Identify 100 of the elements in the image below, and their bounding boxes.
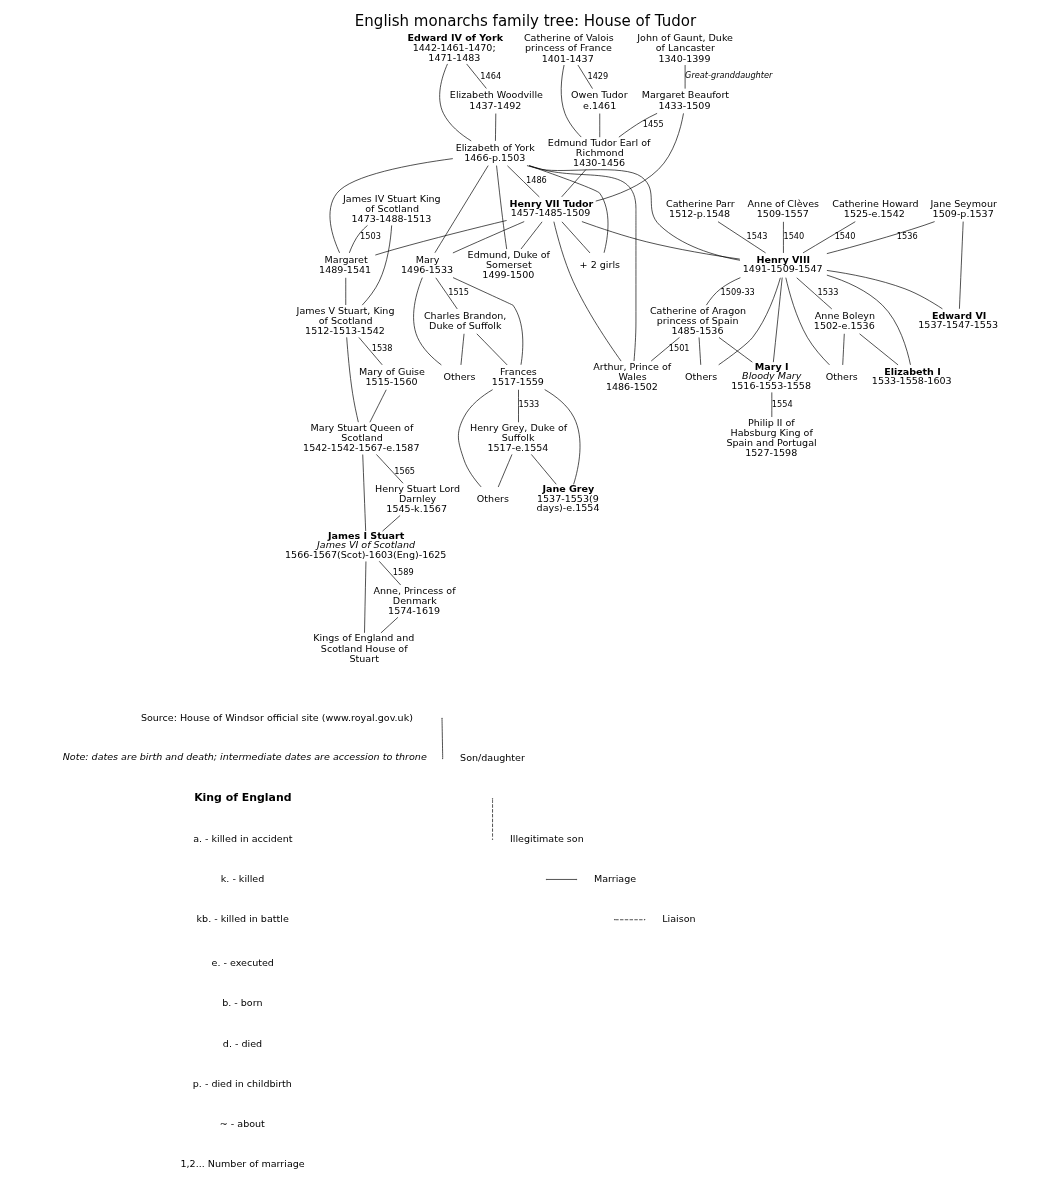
connector: [717, 277, 781, 366]
connector: [435, 277, 458, 310]
node-text: Charles Brandon, Duke of Suffolk: [423, 309, 506, 331]
connector: [543, 389, 580, 485]
connector: [772, 277, 783, 363]
node-text: James I Stuart James VI of Scotland 1566-1567(Scot)-1603(Eng)-1625: [284, 529, 446, 560]
legend-label: Illegitimate son: [509, 832, 584, 844]
edge-label: 1501: [668, 343, 690, 354]
connector: [494, 113, 496, 142]
connector: [520, 221, 542, 250]
connector: [785, 277, 830, 366]
node-text: Mary 1496-1533: [400, 253, 453, 275]
connector: [705, 277, 741, 306]
connector: [434, 165, 488, 254]
label: e. - executed: [211, 956, 274, 968]
node-text: Others: [442, 370, 475, 382]
connector: [345, 337, 359, 423]
edge-label: 1464: [479, 70, 501, 81]
node-text: Catherine Parr 1512-p.1548: [665, 197, 735, 219]
connector: [475, 333, 507, 366]
label: Note: dates are birth and death; intermediate dates are accession to throne: [62, 751, 427, 763]
connector: [618, 113, 657, 138]
edge-label: 1540: [782, 231, 804, 242]
node-text: Owen Tudor e.1461: [570, 89, 628, 111]
edge-label: 1565: [393, 465, 415, 476]
node-text: Mary of Guise 1515-1560: [358, 365, 425, 387]
node-text: Kings of England and Scotland House of Stuart: [312, 632, 414, 664]
connector: [581, 221, 740, 260]
connector: [594, 113, 684, 202]
connector: [412, 277, 442, 366]
legend-label: Liaison: [661, 913, 696, 925]
connector: [438, 63, 472, 142]
label: a. - killed in accident: [192, 832, 292, 844]
label: b. - born: [221, 997, 262, 1009]
connector: [826, 274, 911, 366]
edge-label: 1455: [642, 119, 664, 130]
edge-label: 1533: [518, 399, 539, 410]
edge-label: 1503: [359, 231, 381, 242]
node-text: Anne of Clèves 1509-1557: [747, 197, 819, 219]
node-text: Anne Boleyn 1502-e.1536: [813, 309, 875, 331]
connector: [358, 337, 383, 366]
connector: [858, 333, 898, 366]
connector: [361, 454, 366, 532]
connector: [378, 560, 401, 586]
connector: [380, 617, 398, 634]
node-text: Mary Stuart Queen of Scotland 1542-1542-1567-e.1587: [302, 421, 420, 454]
edge-label: 1429: [586, 70, 608, 81]
connector: [826, 221, 935, 254]
edge-label: 1538: [371, 343, 393, 354]
connector: [452, 277, 523, 366]
node-text: Margaret 1489-1541: [318, 253, 371, 275]
legend-label: Marriage: [593, 872, 636, 884]
legend-label: Son/daughter: [459, 752, 525, 764]
edge-label: 1533: [817, 287, 838, 298]
node-text: Others: [684, 370, 717, 382]
connector: [526, 165, 740, 261]
connector: [374, 220, 507, 256]
connector: [958, 221, 964, 310]
connector: [560, 64, 582, 138]
connector: [497, 454, 512, 488]
connector: [553, 221, 621, 362]
connector: [457, 389, 493, 488]
label: kb. - killed in battle: [196, 913, 289, 925]
node-text: Anne, Princess of Denmark 1574-1619: [372, 584, 456, 616]
edge-label: 1589: [392, 567, 414, 578]
node-text: Edward IV of York 1442-1461-1470; 1471-1483: [407, 32, 503, 63]
connector: [528, 165, 636, 362]
diagram-title: English monarchs family tree: House of Tudor: [354, 11, 696, 30]
edge-label: Great-granddaughter: [684, 70, 772, 81]
label: 1,2... Number of marriage: [180, 1158, 305, 1170]
node-text: Elizabeth I 1533-1558-1603: [871, 365, 952, 387]
node-text: Others: [825, 370, 858, 382]
connector: [841, 333, 845, 366]
edge-label: 1536: [896, 231, 918, 242]
node-text: Edmund Tudor Earl of Richmond 1430-1456: [547, 136, 650, 169]
node-text: Frances 1517-1559: [491, 365, 544, 387]
connector: [363, 561, 366, 634]
connector: [452, 221, 525, 254]
node-text: Elizabeth of York 1466-p.1503: [455, 141, 535, 163]
connector: [795, 277, 832, 310]
connector: [465, 63, 487, 89]
edge-label: 1540: [834, 231, 855, 242]
edge-label: 1515: [447, 287, 469, 298]
connector: [361, 225, 392, 306]
node-text: Margaret Beaufort 1433-1509: [641, 89, 729, 111]
connector: [717, 221, 766, 254]
connector: [698, 337, 701, 366]
edge-label: 1554: [771, 399, 793, 410]
connector: [718, 337, 753, 363]
edge-label: 1543: [746, 231, 767, 242]
node-text: James V Stuart, King of Scotland 1512-1513-1542: [296, 304, 394, 337]
node-text: John of Gaunt, Duke of Lancaster 1340-1399: [636, 32, 733, 64]
connector: [826, 270, 943, 310]
node-text: + 2 girls: [579, 258, 620, 270]
connector: [329, 158, 453, 254]
connector: [517, 389, 519, 423]
node-text: Edmund, Duke of Somerset 1499-1500: [467, 248, 550, 281]
node-text: Edward VI 1537-1547-1553: [917, 309, 998, 331]
connector: [577, 64, 593, 89]
edge-label: 1486: [525, 175, 547, 186]
